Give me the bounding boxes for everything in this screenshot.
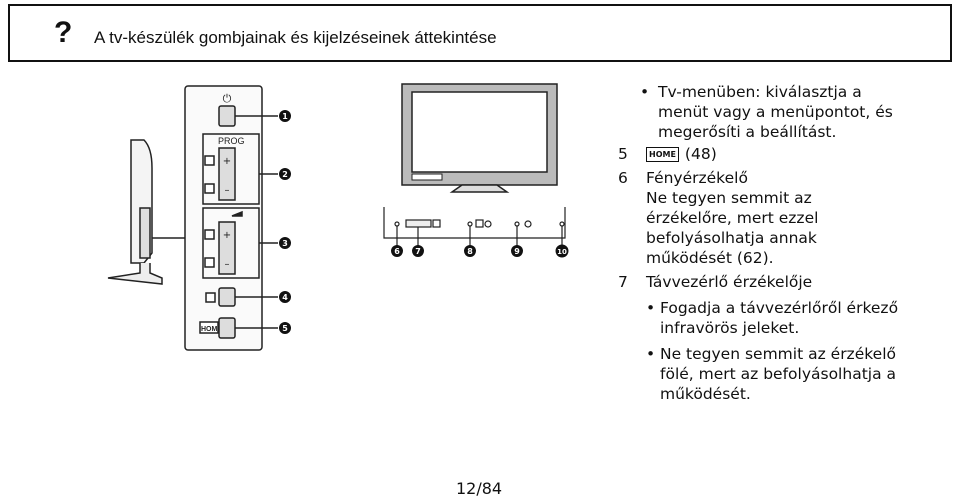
callout-10: 10 [557, 248, 567, 256]
callout-7: 7 [415, 247, 421, 256]
description-column: • Tv-menüben: kiválasztja a menüt vagy a… [618, 82, 948, 404]
callouts-panel: 1 2 3 4 5 [279, 110, 291, 334]
item-6-title: Fényérzékelő [646, 169, 748, 187]
page-title: A tv-készülék gombjainak és kijelzéseine… [94, 28, 497, 47]
prog-label: PROG [218, 136, 245, 146]
home-label: HOME [201, 326, 222, 333]
home-icon: HOME [646, 147, 679, 162]
callout-9: 9 [514, 247, 520, 256]
svg-text:–: – [225, 259, 230, 270]
svg-text:+: + [223, 230, 231, 241]
bullet-top: • Tv-menüben: kiválasztja a menüt vagy a… [640, 83, 893, 141]
callout-6: 6 [394, 247, 400, 256]
callout-3: 3 [282, 239, 288, 248]
header-box: ? A tv-készülék gombjainak és kijelzései… [8, 4, 952, 62]
question-mark-icon: ? [54, 16, 73, 49]
item-7-bullet-2: • Ne tegyen semmit az érzékelő fölé, mer… [646, 345, 896, 403]
svg-text:–: – [225, 185, 230, 196]
callouts-strip: 6 7 8 9 10 [391, 244, 569, 258]
tv-side-profile [107, 139, 185, 285]
page-number: 12/84 [456, 479, 503, 498]
callout-1: 1 [282, 112, 288, 121]
tv-controls-illustration: ⏻ PROG + – + – HOME 1 2 3 4 [107, 83, 569, 351]
callout-4: 4 [282, 293, 288, 302]
indicator-strip [383, 207, 566, 246]
callout-8: 8 [467, 247, 473, 256]
button-panel: ⏻ PROG + – + – HOME [184, 85, 278, 351]
item-7-bullet-1: • Fogadja a távvezérlőről érkező infravö… [646, 299, 899, 337]
tv-front [401, 83, 558, 193]
item-7-title: Távvezérlő érzékelője [646, 273, 813, 291]
callout-5: 5 [282, 324, 288, 333]
svg-text:⏻: ⏻ [223, 92, 232, 105]
svg-text:+: + [223, 156, 231, 167]
callout-2: 2 [282, 170, 288, 179]
